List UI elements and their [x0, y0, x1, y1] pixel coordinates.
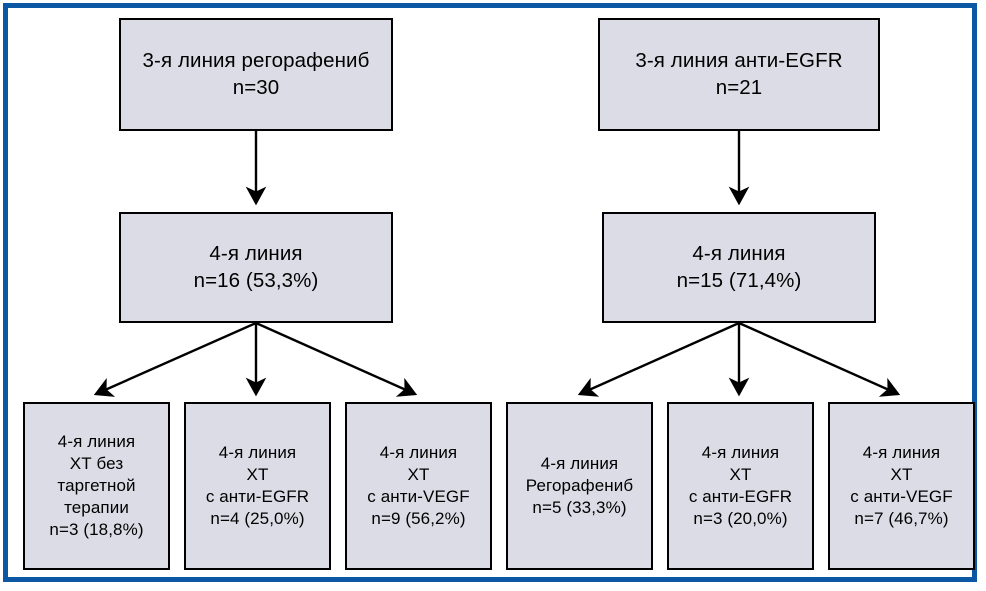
node-text-line: ХТ без — [69, 453, 124, 473]
node-text-line: 4-я линия — [862, 442, 941, 462]
node-text-line: ХТ — [890, 464, 913, 484]
node-text-line: n=3 (20,0%) — [693, 509, 788, 529]
node-text-line: терапии — [64, 498, 129, 518]
node-fourth-line-right: 4-я линия n=15 (71,4%) — [602, 212, 876, 323]
node-text-line: с анти-VEGF — [850, 487, 953, 506]
node-text-line: Регорафениб — [525, 475, 634, 495]
node-leaf-regorafenib: 4-я линия Регорафениб n=5 (33,3%) — [506, 402, 653, 570]
node-text-line: 4-я линия — [57, 431, 136, 451]
node-text-line: 3-я линия анти-EGFR — [635, 48, 843, 72]
node-text-line: ХТ — [407, 464, 430, 484]
node-text-line: n=9 (56,2%) — [371, 509, 466, 529]
node-text-line: ХТ — [729, 464, 752, 484]
node-leaf-chemo-no-target: 4-я линия ХТ без таргетной терапии n=3 (… — [23, 402, 170, 570]
node-text-line: 3-я линия регорафениб — [142, 48, 370, 72]
node-leaf-chemo-anti-vegf-right: 4-я линия ХТ с анти-VEGF n=7 (46,7%) — [828, 402, 975, 570]
node-text-line: n=7 (46,7%) — [854, 509, 949, 529]
connector-midleft-to-leaf1 — [93, 321, 257, 397]
node-leaf-chemo-anti-vegf-left: 4-я линия ХТ с анти-VEGF n=9 (56,2%) — [345, 402, 492, 570]
node-text-line: с анти-VEGF — [367, 487, 470, 506]
node-text-line: с анти-EGFR — [205, 487, 310, 506]
node-text-line: n=21 — [715, 75, 763, 99]
node-text-line: 4-я линия — [209, 241, 303, 265]
node-text-line: 4-я линия — [379, 442, 458, 462]
node-text-line: n=16 (53,3%) — [193, 268, 319, 292]
node-text-line: таргетной — [57, 475, 136, 495]
node-third-line-anti-egfr: 3-я линия анти-EGFR n=21 — [598, 18, 880, 131]
node-third-line-regorafenib: 3-я линия регорафениб n=30 — [119, 18, 393, 131]
node-fourth-line-left: 4-я линия n=16 (53,3%) — [119, 212, 393, 323]
node-text-line: 4-я линия — [692, 241, 786, 265]
node-text-line: 4-я линия — [218, 442, 297, 462]
node-text-line: n=3 (18,8%) — [49, 520, 144, 540]
node-leaf-chemo-anti-egfr-right: 4-я линия ХТ с анти-EGFR n=3 (20,0%) — [667, 402, 814, 570]
node-text-line: n=15 (71,4%) — [676, 268, 802, 292]
connector-midright-to-leaf6 — [738, 321, 901, 397]
node-text-line: n=30 — [232, 75, 280, 99]
node-text-line: n=4 (25,0%) — [210, 509, 305, 529]
node-text-line: 4-я линия — [540, 453, 619, 473]
connector-midright-to-leaf4 — [577, 321, 740, 397]
node-text-line: ХТ — [246, 464, 269, 484]
node-text-line: 4-я линия — [701, 442, 780, 462]
node-leaf-chemo-anti-egfr-left: 4-я линия ХТ с анти-EGFR n=4 (25,0%) — [184, 402, 331, 570]
node-text-line: с анти-EGFR — [688, 487, 793, 506]
node-text-line: n=5 (33,3%) — [532, 498, 627, 518]
connector-midleft-to-leaf3 — [255, 321, 418, 397]
